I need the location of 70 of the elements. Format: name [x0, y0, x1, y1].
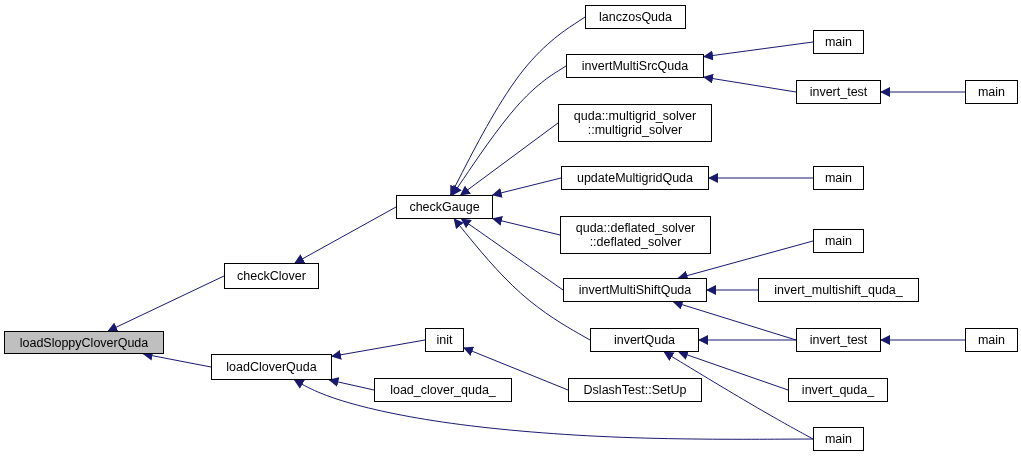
function-name: invert_test [809, 333, 868, 347]
function-name: quda::deflated_solver ::deflated_solver [574, 221, 697, 249]
function-name: invertMultiShiftQuda [578, 283, 692, 297]
arrow [331, 339, 426, 360]
arrow [107, 275, 225, 332]
function-name: main [824, 432, 853, 446]
arrow [459, 122, 559, 196]
arrow [293, 379, 814, 440]
function-name: updateMultigridQuda [576, 171, 693, 185]
function-box [813, 30, 864, 54]
function-box [568, 378, 702, 402]
function-name: main [824, 171, 853, 185]
arrow [706, 285, 759, 295]
function-box [396, 195, 493, 219]
arrow [880, 335, 966, 345]
arrow [294, 206, 397, 264]
function-box [563, 278, 707, 302]
arrow [492, 216, 561, 236]
function-box [560, 216, 711, 254]
arrow [328, 377, 375, 391]
function-box [4, 331, 164, 354]
arrow [698, 335, 797, 345]
arrow [452, 65, 567, 196]
function-box [965, 328, 1018, 352]
function-box [965, 80, 1018, 104]
function-name: lanczosQuda [599, 10, 672, 24]
function-box [813, 166, 864, 190]
arrow [703, 41, 814, 61]
function-name: checkClover [237, 269, 306, 283]
function-name: main [977, 333, 1006, 347]
function-name: loadSloppyCloverQuda [19, 335, 149, 350]
arrow [491, 177, 562, 198]
arrow [880, 87, 966, 97]
function-box [590, 328, 699, 352]
function-name: quda::multigrid_solver ::multigrid_solver [572, 109, 698, 137]
function-name: invertMultiSrcQuda [581, 59, 689, 73]
arrow [450, 16, 586, 196]
arrow [460, 218, 564, 291]
function-name: invert_quda_ [801, 383, 875, 397]
function-name: load_clover_quda_ [390, 383, 496, 397]
function-name: invertQuda [613, 333, 676, 347]
function-box [561, 166, 709, 190]
arrow [453, 218, 591, 341]
function-name: loadCloverQuda [226, 360, 317, 374]
function-box [813, 427, 864, 451]
function-name: checkGauge [409, 200, 480, 214]
function-name: init [436, 333, 453, 347]
function-name: invert_multishift_quda_ [774, 283, 903, 297]
function-box [211, 354, 332, 380]
function-box [566, 54, 704, 78]
function-name: DslashTest::SetUp [583, 383, 687, 397]
function-box [796, 328, 881, 352]
arrow [703, 73, 797, 93]
function-box [558, 104, 712, 142]
arrow [708, 173, 814, 183]
arrow [663, 351, 814, 440]
function-name: main [824, 234, 853, 248]
function-box [585, 5, 686, 29]
function-name: invert_test [809, 85, 868, 99]
function-box [796, 80, 881, 104]
function-box [224, 263, 319, 289]
function-box [788, 378, 888, 402]
function-box [374, 378, 512, 402]
function-name: main [977, 85, 1006, 99]
function-box [425, 328, 464, 352]
arrow [678, 350, 789, 391]
function-box [758, 278, 919, 302]
arrow [463, 346, 569, 391]
function-name: main [824, 35, 853, 49]
function-box [813, 229, 864, 253]
